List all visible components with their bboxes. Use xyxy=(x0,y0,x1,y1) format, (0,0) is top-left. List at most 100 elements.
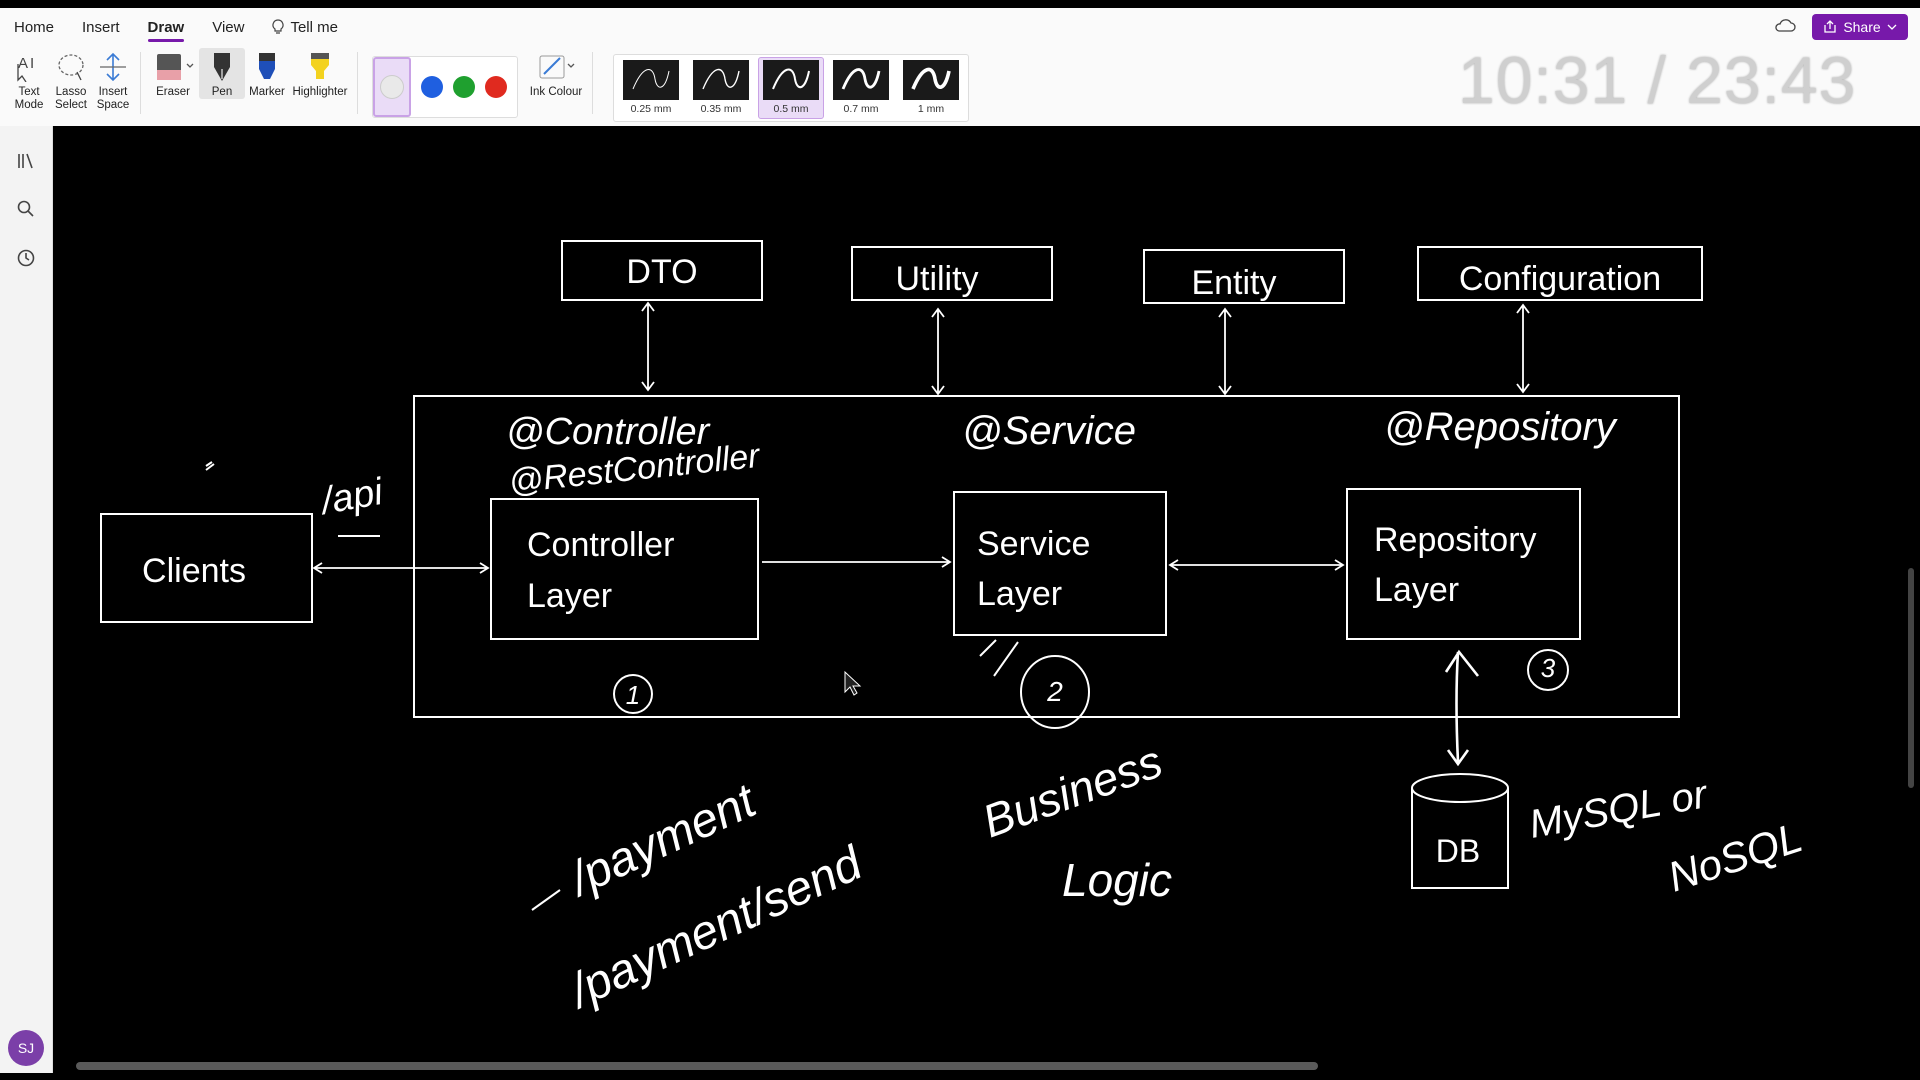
stroke-width-option[interactable]: 0.7 mm xyxy=(828,57,894,119)
vertical-scrollbar[interactable] xyxy=(1908,568,1914,788)
lasso-select-label: Lasso Select xyxy=(55,86,87,111)
stroke-preview xyxy=(693,60,749,100)
red-ink-swatch[interactable] xyxy=(485,76,507,98)
chevron-down-icon xyxy=(1887,24,1897,30)
entity-box xyxy=(1143,249,1345,304)
clients-box xyxy=(100,513,313,623)
ink-colour-button[interactable]: Ink Colour xyxy=(526,48,586,99)
db-label: DB xyxy=(1436,833,1480,869)
ink-colour-icon xyxy=(539,55,575,79)
highlighter-label: Highlighter xyxy=(292,86,348,98)
architecture-diagram: DTO Utility Entity Configuration Clients… xyxy=(100,240,1808,1019)
search-icon[interactable] xyxy=(15,198,37,220)
stroke-preview xyxy=(623,60,679,100)
dto-box xyxy=(561,240,763,301)
tell-me-search[interactable]: Tell me xyxy=(258,19,352,36)
ink-slashes xyxy=(979,639,1019,677)
stroke-preview xyxy=(903,60,959,100)
drawing-canvas[interactable]: DTO Utility Entity Configuration Clients… xyxy=(53,126,1920,1073)
menu-draw[interactable]: Draw xyxy=(134,19,199,42)
arrow-utility-service xyxy=(931,307,945,396)
selected-color-swatch[interactable] xyxy=(373,57,411,117)
share-label: Share xyxy=(1843,19,1881,35)
eraser-button[interactable]: Eraser xyxy=(147,48,199,99)
user-avatar[interactable]: SJ xyxy=(8,1030,44,1066)
stroke-width-option[interactable]: 0.25 mm xyxy=(618,57,684,119)
sync-cloud-icon[interactable] xyxy=(1774,18,1796,34)
pen-button[interactable]: Pen xyxy=(199,48,245,99)
pen-label: Pen xyxy=(211,86,233,98)
separator xyxy=(140,52,141,114)
highlighter-icon xyxy=(311,53,329,79)
controller-label-line1: Controller xyxy=(527,526,674,564)
ink-color-palette xyxy=(372,56,518,118)
controller-label-line2: Layer xyxy=(527,577,612,615)
menu-home[interactable]: Home xyxy=(14,18,55,36)
stroke-width-label: 0.5 mm xyxy=(773,103,809,115)
mysql-note: MySQL or xyxy=(1526,772,1712,847)
stroke-width-option[interactable]: 0.35 mm xyxy=(688,57,754,119)
arrow-repository-db xyxy=(1444,649,1480,767)
service-label-line1: Service xyxy=(977,525,1090,563)
utility-label: Utility xyxy=(895,260,978,298)
step-number-2: 2 xyxy=(1046,676,1063,707)
pen-icon xyxy=(214,53,230,81)
separator xyxy=(357,52,358,114)
ink-colour-label: Ink Colour xyxy=(529,86,583,98)
stroke-width-label: 0.25 mm xyxy=(630,103,672,115)
stroke-width-option[interactable]: 1 mm xyxy=(898,57,964,119)
repository-label-line1: Repository xyxy=(1374,521,1537,559)
svg-text:A: A xyxy=(18,55,28,72)
service-layer-box xyxy=(953,491,1167,636)
configuration-label: Configuration xyxy=(1459,260,1661,298)
repository-annotation: @Repository xyxy=(1384,405,1619,449)
lasso-select-button[interactable]: Lasso Select xyxy=(50,48,92,112)
step-circle-3 xyxy=(1527,649,1569,691)
share-icon xyxy=(1824,20,1836,33)
share-button[interactable]: Share xyxy=(1812,14,1908,40)
stroke-width-label: 0.35 mm xyxy=(700,103,742,115)
blue-ink-swatch[interactable] xyxy=(421,76,443,98)
business-logic-note-2: Logic xyxy=(1062,854,1172,906)
spring-app-boundary xyxy=(413,395,1680,718)
text-mode-label: Text Mode xyxy=(14,86,44,111)
notebooks-icon[interactable] xyxy=(15,150,37,172)
eraser-icon xyxy=(157,54,194,80)
insert-space-button[interactable]: Insert Space xyxy=(92,48,134,112)
eraser-label: Eraser xyxy=(156,86,190,98)
recent-history-icon[interactable] xyxy=(15,247,37,269)
lasso-icon xyxy=(58,54,84,81)
arrow-service-repository xyxy=(1168,559,1345,571)
top-black-bar xyxy=(0,0,1920,8)
marker-button[interactable]: Marker xyxy=(245,48,289,99)
marker-icon xyxy=(259,53,275,79)
clients-label: Clients xyxy=(142,552,246,590)
lightbulb-icon xyxy=(272,19,285,34)
repository-label-line2: Layer xyxy=(1374,571,1459,609)
horizontal-scrollbar[interactable] xyxy=(76,1062,1318,1070)
menu-insert[interactable]: Insert xyxy=(82,18,120,36)
service-label-line2: Layer xyxy=(977,575,1062,613)
stroke-width-picker: 0.25 mm 0.35 mm 0.5 mm 0.7 mm 1 mm xyxy=(613,54,969,122)
menu-view[interactable]: View xyxy=(212,18,245,36)
green-ink-swatch[interactable] xyxy=(453,76,475,98)
step-number-1: 1 xyxy=(626,680,640,710)
left-sidebar: SJ xyxy=(0,126,53,1073)
nosql-note: NoSQL xyxy=(1662,813,1808,900)
dto-label: DTO xyxy=(626,253,697,291)
stroke-width-option[interactable]: 0.5 mm xyxy=(758,57,824,119)
arrow-dto-controller xyxy=(641,301,655,392)
highlighter-button[interactable]: Highlighter xyxy=(289,48,351,99)
stroke-width-label: 0.7 mm xyxy=(843,103,879,115)
api-path-note: /api xyxy=(315,471,387,524)
step-circle-1 xyxy=(613,674,653,714)
arrow-entity-repository xyxy=(1218,307,1232,396)
payment-path-note: /payment xyxy=(560,774,766,907)
repository-layer-box xyxy=(1346,488,1581,640)
stroke-preview xyxy=(763,60,819,100)
